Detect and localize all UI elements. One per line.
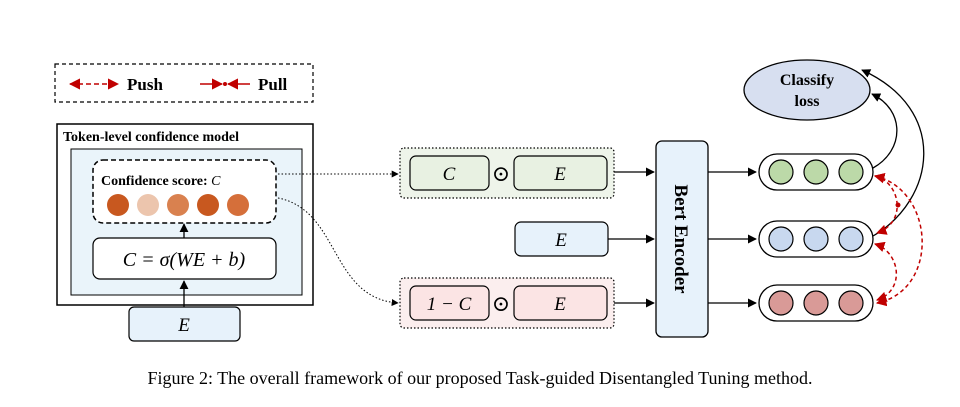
- confidence-dot: [167, 194, 189, 216]
- branch-top-c-label: C: [443, 164, 456, 185]
- branch-top-c-box: [409, 155, 490, 191]
- pull-dot-icon: [223, 82, 227, 86]
- branch-top-e-label: E: [553, 164, 566, 185]
- token-model-title: Token-level confidence model: [63, 130, 239, 145]
- legend: Push Pull: [54, 63, 314, 103]
- classify-loss-line2: loss: [795, 93, 820, 110]
- classify-loss-ellipse: [743, 59, 871, 121]
- pull-center-dot-icon: [895, 202, 901, 208]
- push-label: Push: [127, 75, 163, 94]
- confidence-dots: [107, 194, 249, 216]
- branch-top: C ⊙ E: [399, 147, 615, 199]
- output-blue: [758, 220, 874, 258]
- output-green: [758, 153, 874, 191]
- branch-top-odot: ⊙: [492, 161, 510, 186]
- branch-bottom-1c-label: 1 − C: [427, 294, 472, 315]
- formula-text: C = σ(WE + b): [123, 249, 246, 271]
- pull-label: Pull: [258, 75, 288, 94]
- confidence-score-label: Confidence score:: [101, 174, 211, 189]
- branch-top-e-box: [513, 155, 608, 191]
- branch-bottom: 1 − C ⊙ E: [399, 277, 615, 329]
- branch-middle-e-label: E: [554, 230, 567, 251]
- branch-bottom-odot: ⊙: [492, 291, 510, 316]
- confidence-score-text: Confidence score: C: [101, 174, 221, 189]
- input-embedding-box: [128, 306, 241, 342]
- token-confidence-model: Token-level confidence model Confidence …: [56, 123, 314, 306]
- classify-loss-line1: Classify: [780, 72, 834, 89]
- output-red: [758, 284, 874, 322]
- confidence-dot: [107, 194, 129, 216]
- confidence-dot: [227, 194, 249, 216]
- branch-bottom-e-box: [513, 285, 608, 321]
- confidence-dot: [197, 194, 219, 216]
- confidence-score-symbol: C: [211, 174, 221, 189]
- figure-caption: Figure 2: The overall framework of our p…: [148, 368, 813, 388]
- branch-bottom-1c-box: [409, 285, 490, 321]
- formula-box: [92, 237, 277, 280]
- branch-bottom-e-label: E: [553, 294, 566, 315]
- input-embedding-label: E: [177, 315, 190, 336]
- confidence-dot: [137, 194, 159, 216]
- bert-encoder-label: Bert Encoder: [670, 184, 691, 294]
